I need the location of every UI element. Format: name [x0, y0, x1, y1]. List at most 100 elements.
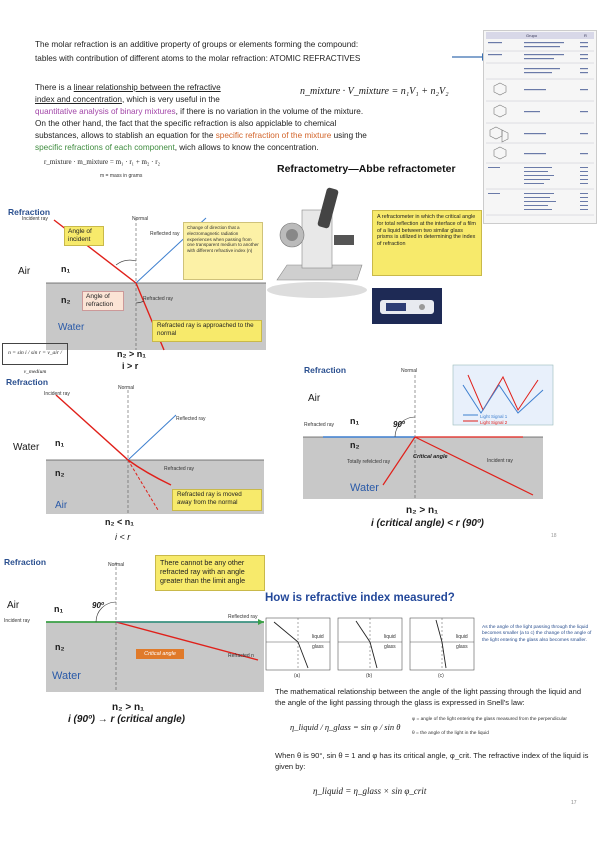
panel1-condition: n₂ > n₁ [117, 349, 146, 359]
panel3-normal-label: Normal [401, 368, 418, 374]
panel3-title: Refraction [304, 365, 347, 375]
measure-snell-note-2: θ = the angle of the light in the liquid [412, 731, 489, 736]
panel3-condition: n₂ > n₁ [406, 505, 439, 516]
panel4-condition-2: i (90º) → r (critical angle) [68, 714, 186, 725]
measure-glass-c: glass [456, 644, 468, 650]
panel1-angle-refraction-callout: Angle of refraction [82, 291, 124, 311]
digital-refractometer-image [372, 288, 442, 324]
measure-fig-label-a: (a) [294, 673, 301, 679]
panel1-water-label: Water [58, 322, 85, 333]
intro-line-1: The molar refraction is an additive prop… [35, 40, 359, 49]
panel4-air-label: Air [7, 600, 20, 611]
measure-final-equation: η_liquid = η_glass × sin φ_crit [313, 786, 427, 796]
panel2-title: Refraction [6, 377, 49, 387]
abbe-refractometer-image [267, 187, 367, 298]
mass-equation: r_mixture · m_mixture = m₁ · r₁ + m₂ · r… [44, 158, 161, 166]
p2-line-3: quantitative analysis of binary mixtures… [35, 107, 364, 116]
measure-side-note: As the angle of the light passing throug… [482, 625, 592, 643]
measure-liquid-a: liquid [312, 634, 324, 640]
mixture-equation: n_mixture · V_mixture = n₁V₁ + n₂V₂ [300, 86, 449, 97]
measure-para-2: When θ is 90°, sin θ = 1 and φ has its c… [275, 751, 589, 771]
panel3-n1: n₁ [350, 416, 360, 426]
measure-liquid-c: liquid [456, 634, 468, 640]
panel2-normal-label: Normal [118, 385, 135, 391]
measure-para-1: The mathematical relationship between th… [275, 687, 582, 707]
p2-line-4: On the other hand, the fact that the spe… [35, 119, 337, 128]
measure-snell-note-1: φ = angle of the light entering the glas… [412, 717, 567, 722]
panel3-air-label: Air [308, 393, 321, 404]
panel1-angle-incident-callout: Angle of incident [64, 226, 104, 246]
panel2-n2: n₂ [55, 468, 65, 478]
abbe-title: Refractometry—Abbe refractometer [277, 163, 456, 175]
p2-line-2: index and concentration, which is very u… [35, 95, 220, 104]
panel2-incident-ray-label: Incident ray [44, 391, 70, 397]
panel3-total-refracted-label: Totally refelcted ray [347, 459, 391, 465]
panel2-condition-2: i < r [115, 532, 131, 542]
panel4-incident-label: Incident ray [4, 618, 30, 624]
panel1-refracted-ray-label: Refracted ray [143, 296, 174, 302]
panel3-critical-label: Critical angle [413, 454, 448, 460]
panel2-condition: n₂ < n₁ [105, 517, 134, 527]
abbe-callout: A refractometer in which the critical an… [372, 210, 482, 276]
measure-liquid-b: liquid [384, 634, 396, 640]
panel3-water-block [303, 437, 543, 499]
table-rows-graphic [486, 42, 594, 216]
panel4-condition: n₂ > n₁ [112, 702, 145, 713]
measure-snell-equation: η_liquid / η_glass = sin φ / sin θ [290, 722, 401, 732]
measure-glass-a: glass [312, 644, 324, 650]
panel3-condition-2: i (critical angle) < r (90º) [371, 518, 484, 529]
panel2-refracted-label: Refracted ray [164, 466, 195, 472]
panel4-refracted-label: Refracted n [228, 653, 254, 659]
panel4-normal-label: Normal [108, 562, 125, 568]
panel1-incident-ray-label: Incident ray [22, 216, 48, 222]
panel3-refracted-label: Refracted ray [304, 422, 335, 428]
measure-glass-b: glass [384, 644, 396, 650]
panel1-title: Refraction [8, 207, 51, 217]
measure-title: How is refractive index measured? [265, 592, 455, 604]
panel1-n2: n₂ [61, 295, 71, 305]
panel4-n1: n₁ [54, 604, 64, 614]
panel1-normal-callout: Refracted ray is approached to the norma… [152, 320, 262, 342]
panel3-ray-diagram [303, 364, 554, 499]
panel3-page-mark: 18 [551, 533, 557, 539]
panel1-n1: n₁ [61, 264, 71, 274]
p2-line-5: substances, allows to stablish an equati… [35, 131, 367, 140]
panel2-callout: Refracted ray is moved away from the nor… [172, 489, 262, 511]
panel4-angle-label: 90º [92, 601, 104, 610]
panel4-water-label: Water [52, 670, 81, 682]
panel4-critical-label: Critical angle [136, 649, 184, 659]
panel4-title: Refraction [4, 557, 47, 567]
panel4-ray-diagram [46, 562, 264, 692]
panel3-legend-1: Light Signal 1 [480, 414, 508, 419]
table-header: Grupo R [486, 32, 594, 39]
arrow-to-table [452, 53, 487, 61]
atomic-refraction-table: Grupo R [483, 30, 597, 224]
p2-line-6: specific refractions of each component, … [35, 143, 319, 152]
panel1-normal-label: Normal [132, 216, 149, 222]
intro-line-2: tables with contribution of different at… [35, 54, 361, 63]
measure-figures [265, 617, 475, 671]
panel4-n2: n₂ [55, 642, 65, 652]
panel1-reflected-label: Reflected ray [150, 231, 180, 237]
panel2-n1: n₁ [55, 438, 65, 448]
panel2-water-label: Water [13, 442, 40, 453]
panel1-em-callout: Change of direction that a electromagnet… [183, 222, 263, 280]
measure-fig-label-c: (c) [438, 673, 444, 679]
panel3-legend-2: Light Signal 2 [480, 420, 508, 425]
panel3-n2: n₂ [350, 440, 360, 450]
measure-fig-label-b: (b) [366, 673, 373, 679]
panel2-ray-diagram [46, 390, 264, 514]
panel4-callout: There cannot be any other refracted ray … [155, 555, 265, 591]
panel2-reflected-label: Reflected ray [176, 416, 206, 422]
mass-note: m = mass in grams [100, 173, 143, 179]
panel3-water-label: Water [350, 482, 379, 494]
panel3-incident-label: Incident ray [487, 458, 513, 464]
page-number: 17 [571, 800, 577, 806]
panel3-angle-label: 90º [393, 420, 405, 429]
p2-line-1: There is a linear relationship between t… [35, 83, 221, 92]
panel1-snell-box: n = sin i / sin r = v_air / v_medium [2, 343, 68, 375]
panel2-air-label: Air [55, 500, 68, 511]
panel4-reflected-label: Reflected ray [228, 614, 258, 620]
panel1-condition-2: i > r [122, 361, 139, 371]
panel1-air-label: Air [18, 266, 31, 277]
